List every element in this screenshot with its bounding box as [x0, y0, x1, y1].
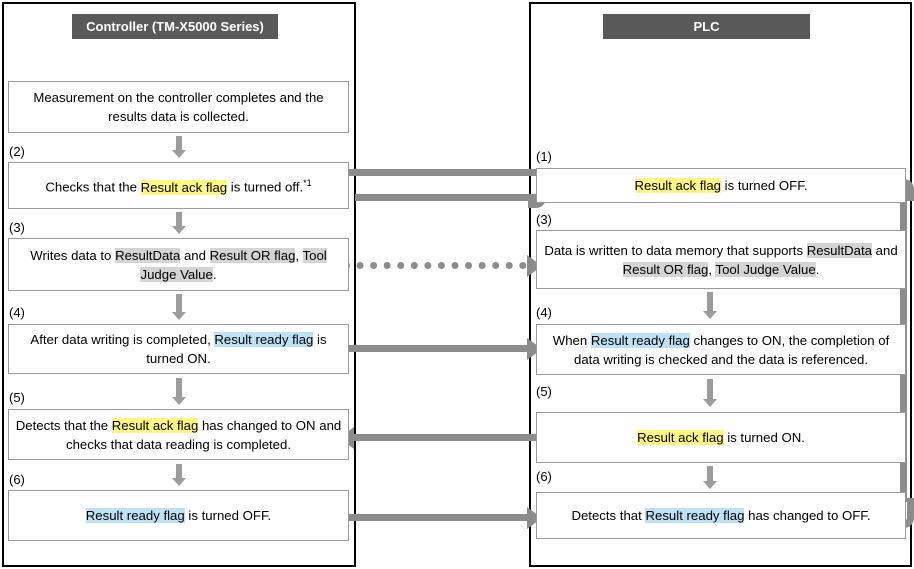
- step-box-plc-5[interactable]: Result ack flag is turned ON.: [536, 412, 906, 463]
- text-run: is turned ON.: [146, 332, 327, 366]
- step-label-plc-5: (5): [536, 384, 552, 399]
- down-arrow-icon-p1: [703, 292, 717, 319]
- connector-write-data-dotted: [343, 262, 540, 269]
- text-run: Detects that: [571, 508, 646, 523]
- step-text: Detects that the Result ack flag has cha…: [13, 416, 344, 454]
- down-arrow-icon-p3: [703, 466, 717, 489]
- highlighted-term: Result OR flag: [622, 261, 709, 277]
- step-label-controller-4: (4): [9, 305, 25, 320]
- step-text: Data is written to data memory that supp…: [541, 241, 901, 279]
- step-box-controller-5[interactable]: Detects that the Result ack flag has cha…: [8, 409, 349, 460]
- lane-title-plc: PLC: [603, 14, 810, 39]
- step-text: After data writing is completed, Result …: [13, 330, 344, 368]
- down-arrow-icon-c3: [172, 294, 186, 320]
- lane-title-controller: Controller (TM-X5000 Series): [72, 14, 278, 39]
- highlighted-term: Result ack flag: [637, 430, 724, 445]
- step-text: Checks that the Result ack flag is turne…: [13, 174, 344, 196]
- connector-ack-on: [352, 434, 544, 441]
- step-text: Measurement on the controller completes …: [13, 88, 344, 126]
- step-text: Result ready flag is turned OFF.: [13, 506, 344, 525]
- text-run: .: [212, 266, 217, 282]
- highlighted-term: Result ready flag: [85, 508, 185, 523]
- text-run: is turned ON.: [723, 430, 805, 445]
- step-label-plc-6: (6): [536, 469, 552, 484]
- step-label-plc-4: (4): [536, 305, 552, 320]
- text-run: Measurement on the controller completes …: [33, 90, 324, 124]
- connector-ack-off-top: [342, 169, 542, 176]
- down-arrow-icon-c1: [172, 136, 186, 158]
- step-box-controller-6[interactable]: Result ready flag is turned OFF.: [8, 490, 349, 541]
- highlighted-term: Result ack flag: [634, 178, 721, 193]
- step-label-plc-3: (3): [536, 212, 552, 227]
- highlighted-term: Result ready flag: [645, 508, 745, 523]
- highlighted-term: Tool Judge Value: [715, 261, 816, 277]
- text-run: .: [815, 261, 820, 277]
- connector-ready-on: [344, 345, 540, 352]
- connector-ack-off-bottom: [355, 194, 543, 201]
- down-arrow-icon-p2: [703, 379, 717, 407]
- step-text: Result ack flag is turned ON.: [541, 428, 901, 447]
- text-run: and: [180, 247, 210, 263]
- footnote-marker: *1: [303, 178, 312, 189]
- highlighted-term: Result ack flag: [111, 417, 199, 433]
- step-box-controller-2[interactable]: Checks that the Result ack flag is turne…: [8, 162, 349, 209]
- highlighted-term: ResultData: [806, 242, 872, 258]
- text-run: changes to ON, the completion of data wr…: [574, 332, 890, 367]
- step-label-controller-2: (2): [9, 144, 25, 159]
- step-label-controller-6: (6): [9, 472, 25, 487]
- step-box-plc-1[interactable]: Result ack flag is turned OFF.: [536, 168, 906, 203]
- connector-ready-off: [344, 514, 540, 521]
- text-run: ,: [295, 247, 303, 263]
- text-run: is turned off.: [227, 179, 304, 195]
- down-arrow-icon-c4: [172, 378, 186, 405]
- text-run: ,: [708, 261, 716, 277]
- text-run: Writes data to: [30, 247, 116, 263]
- step-label-plc-1: (1): [536, 149, 552, 164]
- step-text: Writes data to ResultData and Result OR …: [13, 246, 344, 284]
- text-run: Detects that the: [15, 417, 112, 433]
- text-run: has changed to ON and checks that data r…: [65, 417, 342, 452]
- step-box-controller-4[interactable]: After data writing is completed, Result …: [8, 324, 349, 374]
- text-run: When: [552, 332, 591, 348]
- step-text: When Result ready flag changes to ON, th…: [541, 331, 901, 369]
- step-text: Result ack flag is turned OFF.: [541, 176, 901, 195]
- down-arrow-icon-c2: [172, 212, 186, 234]
- text-run: is turned OFF.: [721, 178, 808, 193]
- highlighted-term: Result ready flag: [590, 332, 690, 348]
- text-run: Checks that the: [45, 179, 141, 195]
- text-run: is turned OFF.: [184, 508, 272, 523]
- text-run: and: [871, 242, 898, 258]
- step-box-plc-3[interactable]: Data is written to data memory that supp…: [536, 230, 906, 289]
- highlighted-term: Result ready flag: [214, 332, 314, 347]
- down-arrow-icon-c5: [172, 464, 186, 486]
- step-box-controller-1[interactable]: Measurement on the controller completes …: [8, 81, 349, 133]
- step-label-controller-5: (5): [9, 390, 25, 405]
- text-run: has changed to OFF.: [744, 508, 871, 523]
- step-box-plc-6[interactable]: Detects that Result ready flag has chang…: [536, 492, 906, 539]
- step-box-controller-3[interactable]: Writes data to ResultData and Result OR …: [8, 238, 349, 291]
- step-label-controller-3: (3): [9, 220, 25, 235]
- text-run: Data is written to data memory that supp…: [544, 242, 807, 258]
- step-box-plc-4[interactable]: When Result ready flag changes to ON, th…: [536, 324, 906, 375]
- highlighted-term: ResultData: [115, 247, 181, 263]
- step-text: Detects that Result ready flag has chang…: [541, 506, 901, 525]
- highlighted-term: Result OR flag: [209, 247, 296, 263]
- highlighted-term: Result ack flag: [140, 179, 228, 195]
- text-run: After data writing is completed,: [30, 332, 215, 347]
